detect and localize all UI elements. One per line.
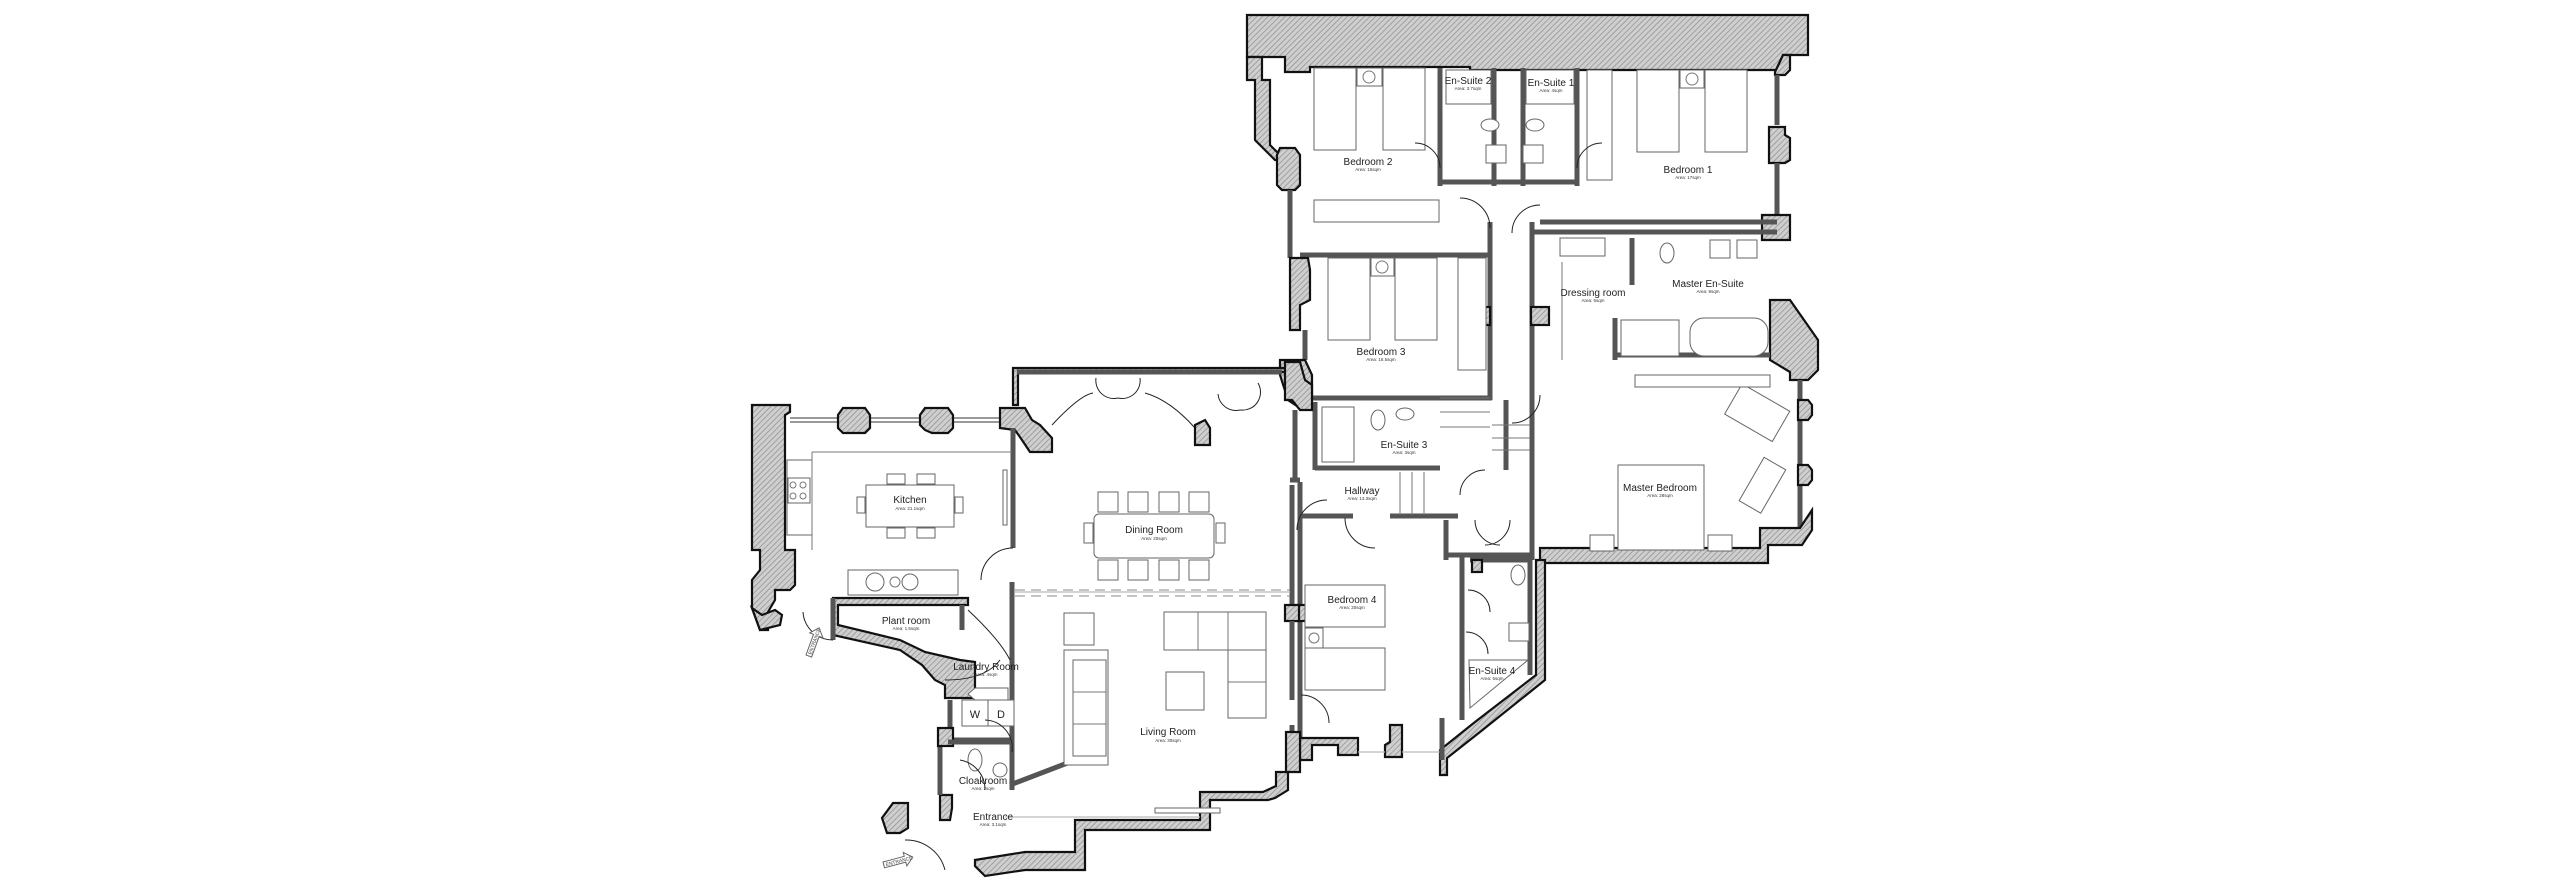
room-area: Area: 16.5sqm [1366, 357, 1396, 362]
room-cloakroom: Cloakroom Area: 2sqm [959, 776, 1007, 791]
plant-room-wall [831, 596, 977, 700]
dining-center-pier [1193, 418, 1212, 447]
room-plant: Plant room Area: 1.5sqm [882, 616, 930, 631]
north-wing [1245, 13, 1820, 565]
bedroom1-se-corner [1760, 213, 1792, 242]
kitchen-pier-2 [918, 406, 955, 435]
staircase [1399, 397, 1530, 515]
kitchen-west-wall [750, 403, 797, 632]
room-area: Area: 1.5sqm [893, 626, 920, 631]
ensuite4-pier [1470, 558, 1484, 574]
bedroom1-pier [1767, 125, 1792, 165]
north-exterior-wall [1245, 13, 1810, 74]
bedroom4-south-pier [1383, 723, 1404, 759]
room-dining: Dining Room Area: 20sqm [1125, 525, 1183, 541]
room-label: Bedroom 4 [1328, 595, 1377, 606]
room-area: Area: 20sqm [1339, 605, 1365, 610]
room-label: Master Bedroom [1623, 483, 1697, 494]
north-furniture [1313, 67, 1791, 552]
room-label: Bedroom 2 [1344, 157, 1393, 168]
room-dressing: Dressing room Area: 5sqm [1560, 288, 1625, 303]
dryer-label: D [997, 709, 1005, 721]
central-walls [1294, 400, 1547, 777]
room-label: Bedroom 1 [1664, 165, 1713, 176]
entrance-pier-2 [938, 793, 954, 822]
entrance-arrows: ENTRANCE ENTRANCE [805, 627, 914, 869]
room-area: Area: 13.3sqm [1347, 496, 1377, 501]
room-entrance: Entrance Area: 3.1sqm [973, 812, 1013, 827]
master-pier-1 [1796, 398, 1814, 422]
room-bedroom2: Bedroom 2 Area: 15sqm [1344, 157, 1393, 172]
room-label: Plant room [882, 616, 930, 627]
entrance-west-pier [880, 801, 910, 835]
room-ensuite3: En-Suite 3 Area: 3sqm [1381, 440, 1428, 455]
room-bedroom4: Bedroom 4 Area: 20sqm [1328, 595, 1377, 610]
room-bedroom1: Bedroom 1 Area: 17sqm [1664, 165, 1713, 180]
room-area: Area: 8sqm [1696, 289, 1719, 294]
bedroom4-south-wall [1298, 736, 1360, 762]
room-ensuite2: En-Suite 2 Area: 3.7sqm [1445, 76, 1492, 91]
room-area: Area: 4sqm [1539, 88, 1562, 93]
kitchen-sw-wall [749, 605, 784, 632]
room-bedroom3: Bedroom 3 Area: 16.5sqm [1357, 347, 1406, 362]
west-wing [749, 360, 1314, 878]
room-masterbedroom: Master Bedroom Area: 28sqm [1623, 483, 1697, 498]
room-label: En-Suite 4 [1469, 666, 1516, 677]
room-area: Area: 3sqm [1392, 450, 1415, 455]
master-bay-wall [1768, 298, 1820, 382]
room-area: Area: 2sqm [971, 786, 994, 791]
room-area: Area: 17sqm [1675, 175, 1701, 180]
room-kitchen: Kitchen Area: 21.1sqm [893, 495, 926, 511]
room-ensuite1: En-Suite 1 Area: 4sqm [1528, 78, 1575, 93]
room-hallway: Hallway Area: 13.3sqm [1344, 486, 1379, 501]
master-pier-2 [1796, 463, 1814, 487]
room-area: Area: 20sqm [1141, 536, 1167, 541]
entrance-arrow-label: ENTRANCE [808, 627, 823, 656]
dining-east-pier [1283, 603, 1301, 623]
doors [1296, 142, 1603, 724]
room-labels: Kitchen Area: 21.1sqm Dining Room Area: … [882, 76, 1744, 827]
room-living: Living Room Area: 30sqm [1140, 727, 1196, 743]
bedroom1-east-wall [1773, 53, 1792, 77]
room-label: Kitchen [893, 495, 926, 506]
room-label: Dining Room [1125, 525, 1183, 536]
room-label: Master En-Suite [1672, 279, 1744, 290]
bedroom2-bay-wall [1245, 55, 1288, 162]
room-area: Area: 28sqm [1647, 493, 1673, 498]
ensuite4-exterior-wall [1438, 558, 1547, 777]
room-masterensuite: Master En-Suite Area: 8sqm [1672, 279, 1744, 294]
dressing-west-pier [1529, 305, 1551, 327]
washer-label: W [970, 709, 981, 721]
room-area: Area: 30sqm [1155, 738, 1181, 743]
kitchen-pier-1 [836, 406, 872, 435]
room-label: Cloakroom [959, 776, 1007, 787]
room-label: Dressing room [1560, 288, 1625, 299]
room-label: En-Suite 3 [1381, 440, 1428, 451]
room-label: En-Suite 1 [1528, 78, 1575, 89]
room-label: Hallway [1344, 486, 1379, 497]
room-label: En-Suite 2 [1445, 76, 1492, 87]
room-area: Area: 21.1sqm [895, 506, 925, 511]
dining-ne-pier [1283, 360, 1314, 412]
living-south-wall [973, 730, 1302, 878]
kitchen-ne-pier [998, 406, 1054, 454]
room-area: Area: 5sqm [1581, 298, 1604, 303]
bedroom2-pier [1275, 146, 1302, 192]
room-area: Area: 5sqm [1480, 676, 1503, 681]
room-label: Laundry Room [953, 662, 1019, 673]
bedroom3-pier [1288, 256, 1312, 332]
room-area: Area: 3.1sqm [980, 822, 1007, 827]
room-label: Entrance [973, 812, 1013, 823]
room-ensuite4: En-Suite 4 Area: 5sqm [1469, 666, 1516, 681]
room-area: Area: 4sqm [974, 672, 997, 677]
room-area: Area: 3.7sqm [1455, 86, 1482, 91]
room-label: Bedroom 3 [1357, 347, 1406, 358]
room-area: Area: 15sqm [1355, 167, 1381, 172]
room-label: Living Room [1140, 727, 1196, 738]
room-laundry: Laundry Room Area: 4sqm [953, 662, 1019, 677]
